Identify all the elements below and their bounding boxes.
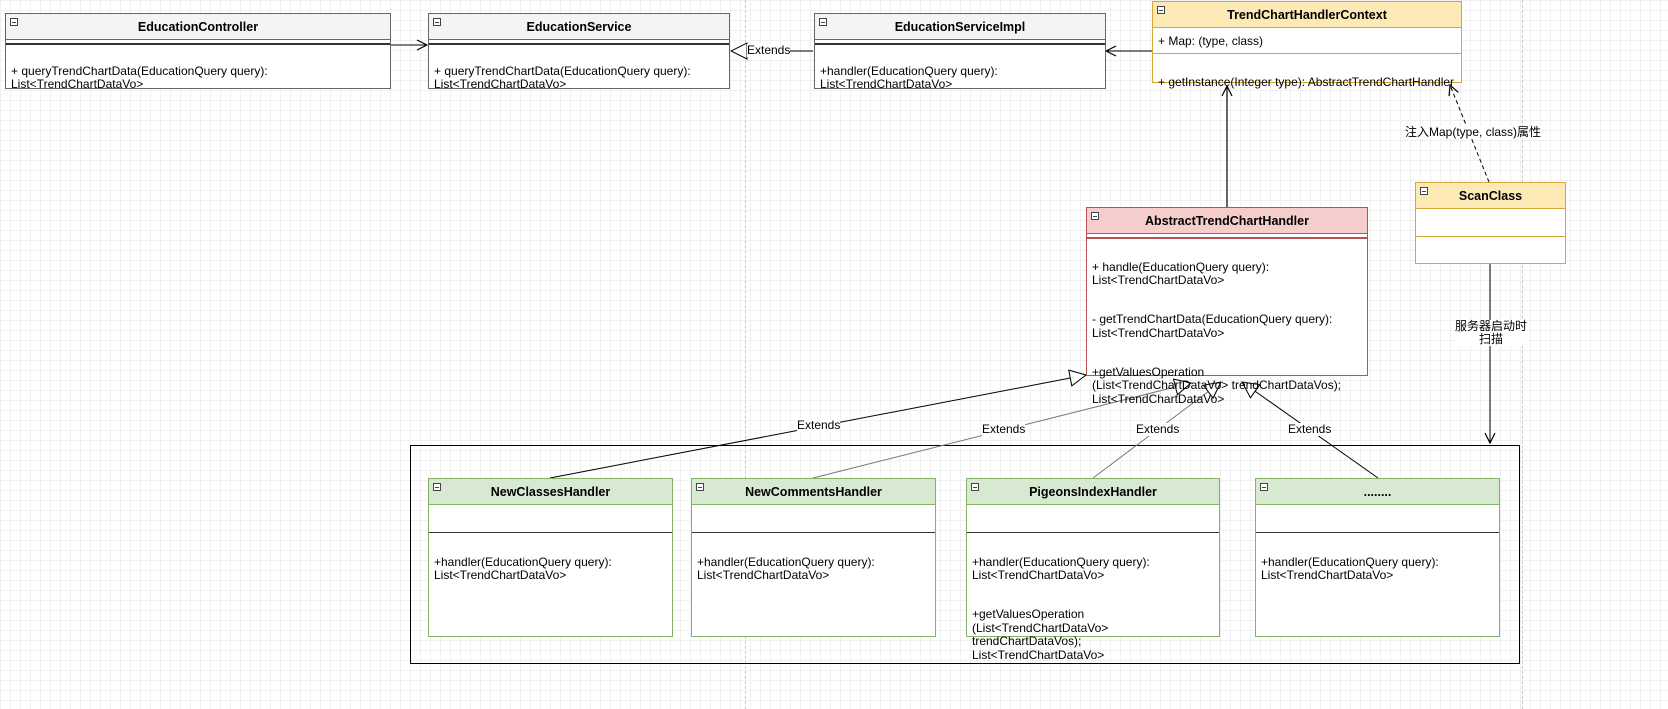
class-header: EducationServiceImpl: [815, 14, 1105, 40]
class-name: EducationController: [137, 19, 259, 34]
operation: +handler(EducationQuery query): List<Tre…: [972, 554, 1150, 582]
handlers-group-frame[interactable]: [410, 445, 1520, 664]
collapse-toggle-icon[interactable]: [433, 18, 441, 26]
class-header: AbstractTrendChartHandler: [1087, 208, 1367, 234]
page-break-guide: [1522, 0, 1523, 709]
edge-label-service-extends: Extends: [747, 43, 791, 57]
collapse-toggle-icon[interactable]: [971, 483, 979, 491]
class-trend-chart-handler-context[interactable]: TrendChartHandlerContext + Map: (type, c…: [1152, 1, 1462, 88]
operations-compartment: + handle(EducationQuery query): List<Tre…: [1087, 239, 1367, 424]
operations-compartment: +handler(EducationQuery query): List<Tre…: [692, 533, 935, 600]
collapse-toggle-icon[interactable]: [696, 483, 704, 491]
class-name: NewClassesHandler: [490, 484, 611, 499]
edge-label-scan-on-startup: 服务器启动时 扫描: [1455, 319, 1528, 346]
edge-label-inject-map: 注入Map(type, class)属性: [1405, 125, 1542, 139]
compartment-divider: [429, 43, 729, 45]
page-break-guide: [745, 0, 746, 709]
compartment-divider: [1153, 53, 1461, 54]
class-name: NewCommentsHandler: [745, 484, 882, 499]
compartment-divider: [1416, 236, 1565, 237]
attributes-compartment: [429, 505, 672, 531]
operation: + handle(EducationQuery query): List<Tre…: [1092, 259, 1270, 287]
edge-label-extends: Extends: [982, 422, 1026, 436]
compartment-divider: [1087, 237, 1367, 239]
class-new-comments-handler[interactable]: NewCommentsHandler +handler(EducationQue…: [691, 478, 936, 637]
compartment-divider: [429, 532, 672, 533]
operations-compartment: + queryTrendChartData(EducationQuery que…: [6, 45, 390, 109]
class-pigeons-index-handler[interactable]: PigeonsIndexHandler +handler(EducationQu…: [966, 478, 1220, 661]
class-name: PigeonsIndexHandler: [1029, 484, 1157, 499]
class-new-classes-handler[interactable]: NewClassesHandler +handler(EducationQuer…: [428, 478, 673, 637]
operation: +handler(EducationQuery query): List<Tre…: [434, 554, 612, 582]
collapse-toggle-icon[interactable]: [1091, 212, 1099, 220]
edge-label-extends: Extends: [797, 418, 841, 432]
class-abstract-trend-chart-handler[interactable]: AbstractTrendChartHandler + handle(Educa…: [1086, 207, 1368, 405]
compartment-divider: [692, 532, 935, 533]
attributes-compartment: [692, 505, 935, 531]
class-header: TrendChartHandlerContext: [1153, 2, 1461, 28]
edge-label-extends: Extends: [1136, 422, 1180, 436]
class-header: NewCommentsHandler: [692, 479, 935, 505]
class-education-controller[interactable]: EducationController + queryTrendChartDat…: [5, 13, 391, 91]
collapse-toggle-icon[interactable]: [819, 18, 827, 26]
class-header: NewClassesHandler: [429, 479, 672, 505]
edge-label-extends: Extends: [1288, 422, 1332, 436]
operations-compartment: +handler(EducationQuery query): List<Tre…: [815, 45, 1105, 109]
class-scan-class[interactable]: ScanClass: [1415, 182, 1566, 264]
operations-compartment: + getInstance(Integer type): AbstractTre…: [1153, 54, 1461, 107]
collapse-toggle-icon[interactable]: [1157, 6, 1165, 14]
compartment-divider: [1256, 532, 1499, 533]
class-education-service-impl[interactable]: EducationServiceImpl +handler(EducationQ…: [814, 13, 1106, 91]
class-education-service[interactable]: EducationService + queryTrendChartData(E…: [428, 13, 730, 91]
collapse-toggle-icon[interactable]: [1260, 483, 1268, 491]
class-more-handlers[interactable]: ........ +handler(EducationQuery query):…: [1255, 478, 1500, 637]
collapse-toggle-icon[interactable]: [433, 483, 441, 491]
operation: +getValuesOperation (List<TrendChartData…: [1092, 364, 1342, 406]
attributes-compartment: + Map: (type, class): [1153, 28, 1461, 52]
operation: + queryTrendChartData(EducationQuery que…: [434, 63, 691, 91]
class-name: EducationService: [526, 19, 632, 34]
attributes-compartment: [967, 505, 1219, 531]
collapse-toggle-icon[interactable]: [10, 18, 18, 26]
class-name: TrendChartHandlerContext: [1227, 7, 1387, 22]
collapse-toggle-icon[interactable]: [1420, 187, 1428, 195]
operation: + queryTrendChartData(EducationQuery que…: [11, 63, 268, 91]
operation: +getValuesOperation (List<TrendChartData…: [972, 607, 1109, 662]
operation: +handler(EducationQuery query): List<Tre…: [820, 63, 998, 91]
class-header: ScanClass: [1416, 183, 1565, 209]
operations-compartment: +handler(EducationQuery query): List<Tre…: [1256, 533, 1499, 600]
class-name: AbstractTrendChartHandler: [1145, 213, 1309, 228]
operations-compartment: +handler(EducationQuery query): List<Tre…: [429, 533, 672, 600]
class-header: EducationController: [6, 14, 390, 40]
operations-compartment: + queryTrendChartData(EducationQuery que…: [429, 45, 729, 109]
compartment-divider: [815, 43, 1105, 45]
class-header: ........: [1256, 479, 1499, 505]
attribute: + Map: (type, class): [1158, 34, 1264, 48]
class-name: ........: [1363, 484, 1392, 499]
operation: +handler(EducationQuery query): List<Tre…: [1261, 554, 1439, 582]
attributes-compartment: [1256, 505, 1499, 531]
class-header: PigeonsIndexHandler: [967, 479, 1219, 505]
operation: +handler(EducationQuery query): List<Tre…: [697, 554, 875, 582]
class-name: ScanClass: [1458, 188, 1523, 203]
class-name: EducationServiceImpl: [894, 19, 1026, 34]
operation: - getTrendChartData(EducationQuery query…: [1092, 312, 1333, 340]
operations-compartment: +handler(EducationQuery query): List<Tre…: [967, 533, 1219, 680]
operation: + getInstance(Integer type): AbstractTre…: [1158, 74, 1455, 89]
compartment-divider: [6, 43, 390, 45]
attributes-compartment: [1416, 209, 1565, 235]
compartment-divider: [967, 532, 1219, 533]
class-header: EducationService: [429, 14, 729, 40]
